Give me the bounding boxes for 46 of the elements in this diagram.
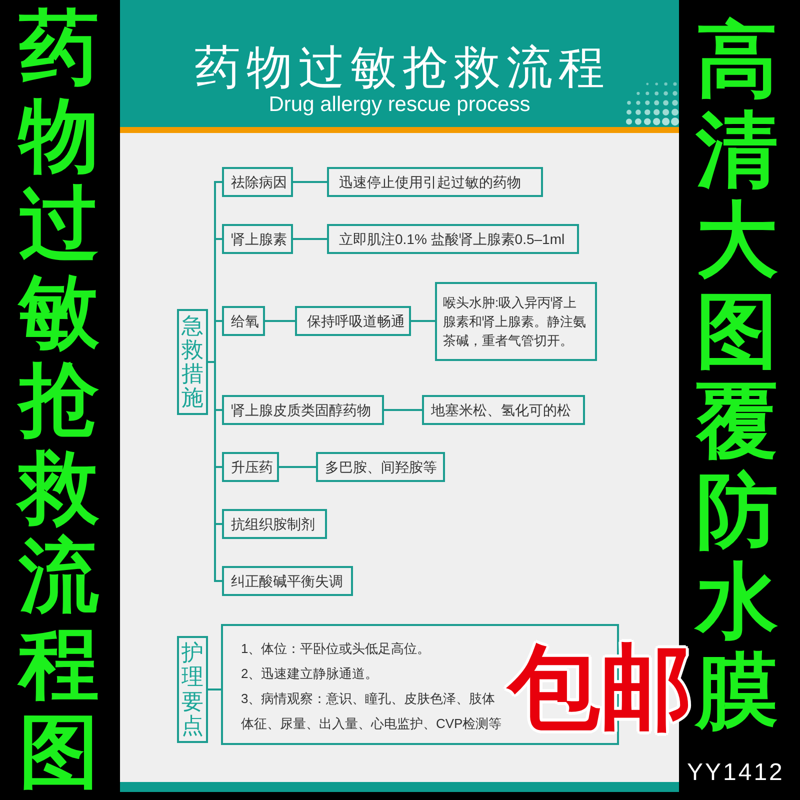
connector-line (208, 361, 222, 582)
poster-subtitle: Drug allergy rescue process (268, 92, 530, 118)
step-text: 给氧 (231, 312, 259, 330)
detail-box (316, 452, 445, 482)
step-text: 升压药 (231, 458, 273, 476)
note-text: 1、体位：平卧位或头低足高位。 (241, 640, 430, 658)
measure-box (222, 306, 265, 336)
section-label: 急救措施 (182, 314, 204, 410)
step-text: 抗组织胺制剂 (231, 515, 315, 533)
detail-text: 立即肌注0.1% 盐酸肾上腺素0.5–1ml (339, 230, 565, 248)
detail-text: 喉头水肿:吸入异丙肾上腺素和肾上腺素。静注氨茶碱，重者气管切开。 (443, 294, 587, 350)
connector-line (293, 181, 327, 183)
measure-box (222, 395, 384, 425)
connector-line (293, 238, 327, 240)
section-label-box (177, 636, 208, 743)
connector-line (208, 688, 221, 690)
note-text: 2、迅速建立静脉通道。 (241, 665, 378, 683)
connector-line (411, 320, 435, 322)
banner-vertical-text: 高清大图覆防水膜 (696, 16, 778, 738)
detail-box (435, 282, 597, 361)
detail-text: 多巴胺、间羟胺等 (325, 458, 437, 476)
detail-text: 保持呼吸道畅通 (307, 312, 405, 330)
section-label-box (177, 309, 208, 415)
step-text: 祛除病因 (231, 173, 287, 191)
measure-box (222, 509, 327, 539)
note-text: 体征、尿量、出入量、心电监护、CVP检测等 (241, 715, 502, 733)
step-text: 肾上腺皮质类固醇药物 (231, 401, 371, 419)
measure-box (222, 224, 293, 254)
measure-box (222, 452, 279, 482)
poster-title: 药物过敏抢救流程 (194, 43, 610, 91)
detail-text: 迅速停止使用引起过敏的药物 (339, 173, 521, 191)
measure-box (222, 167, 293, 197)
connector-line (279, 466, 316, 468)
section-label: 护理要点 (182, 641, 204, 738)
detail-box (327, 224, 579, 254)
detail-box (295, 306, 411, 336)
connector-line (265, 320, 295, 322)
step-text: 肾上腺素 (231, 230, 287, 248)
measure-box (222, 566, 353, 596)
step-text: 纠正酸碱平衡失调 (231, 572, 343, 590)
detail-text: 地塞米松、氢化可的松 (431, 401, 571, 419)
detail-box (327, 167, 543, 197)
connector-line (384, 409, 422, 411)
product-code: YY1412 (687, 759, 784, 787)
note-text: 3、病情观察：意识、瞳孔、皮肤色泽、肢体 (241, 690, 496, 708)
detail-box (422, 395, 585, 425)
